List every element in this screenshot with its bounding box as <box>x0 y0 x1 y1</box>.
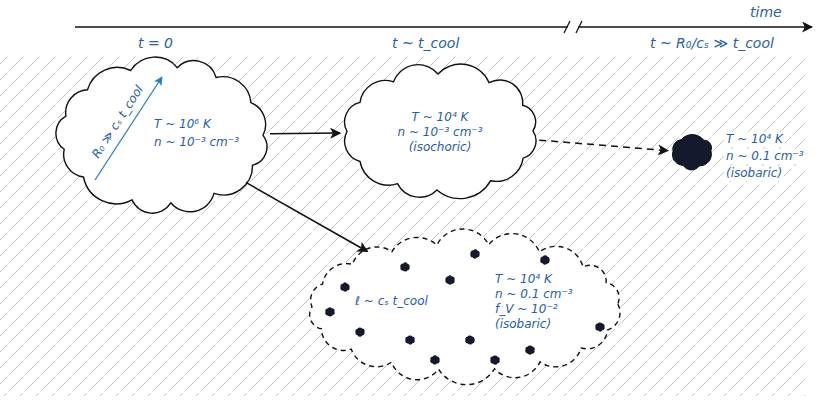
cloud-property: n ~ 0.1 cm⁻³ <box>724 149 806 164</box>
cloudlet <box>400 263 409 272</box>
cloudlet <box>430 356 440 365</box>
cloud-property: T ~ 10⁴ K <box>412 110 469 125</box>
cloudlet <box>540 255 549 264</box>
cloud-property: n ~ 0.1 cm⁻³ <box>495 287 573 302</box>
condensed-cloud: T ~ 10⁴ K n ~ 0.1 cm⁻³ (isobaric) <box>668 128 810 185</box>
cloud-property: f_V ~ 10⁻² <box>495 302 558 317</box>
cloudlet <box>325 307 335 316</box>
cloud-outline-layer <box>300 232 630 382</box>
cloudlet <box>405 336 415 345</box>
time-label: t ~ t_cool <box>392 35 459 52</box>
axis-break <box>576 21 582 33</box>
cloudlet <box>340 283 349 292</box>
time-label: t = 0 <box>138 35 173 52</box>
cloudlet <box>595 323 604 332</box>
evolution-arrow <box>246 182 368 251</box>
cloudlet <box>490 356 499 365</box>
cloud-property: T ~ 10⁴ K <box>495 272 552 287</box>
cloud-property: T ~ 10⁴ K <box>724 132 785 147</box>
gas-cloud: ℓ ~ cₛ t_cool T ~ 10⁴ Kn ~ 0.1 cm⁻³f_V ~ … <box>300 232 630 382</box>
cloudlet <box>465 336 475 345</box>
gas-cloud: R₀ ≫ cₛ t_coolT ~ 10⁶ Kn ~ 10⁻³ cm⁻³ <box>50 55 275 215</box>
cloudlet <box>355 328 364 337</box>
cloud-outline <box>345 64 536 199</box>
cloud-property: n ~ 10⁻³ cm⁻³ <box>154 135 239 150</box>
dense-cloud <box>672 135 711 170</box>
time-label: t ~ R₀/cₛ ≫ t_cool <box>650 35 774 52</box>
cloud-property: n ~ 10⁻³ cm⁻³ <box>398 125 483 140</box>
gas-cloud: T ~ 10⁴ Kn ~ 10⁻³ cm⁻³(isochoric) <box>335 62 545 202</box>
cloud-property: (isobaric) <box>724 166 784 181</box>
evolution-arrow <box>270 132 340 134</box>
evolution-arrow <box>539 140 668 151</box>
cloudlet <box>470 250 479 259</box>
cloudlet <box>445 276 454 285</box>
time-axis <box>75 26 812 27</box>
axis-label: time <box>750 4 782 21</box>
cloud-property: (isochoric) <box>409 140 472 155</box>
cloud-property: T ~ 10⁶ K <box>154 117 211 132</box>
axis-break <box>564 21 570 33</box>
cloud-outline <box>56 57 267 213</box>
cloudlet <box>525 346 534 355</box>
cloud-outline <box>310 229 620 385</box>
hatched-medium <box>0 54 805 396</box>
cloud-property: ℓ ~ cₛ t_cool <box>355 294 428 309</box>
cloud-property: (isobaric) <box>495 317 551 332</box>
